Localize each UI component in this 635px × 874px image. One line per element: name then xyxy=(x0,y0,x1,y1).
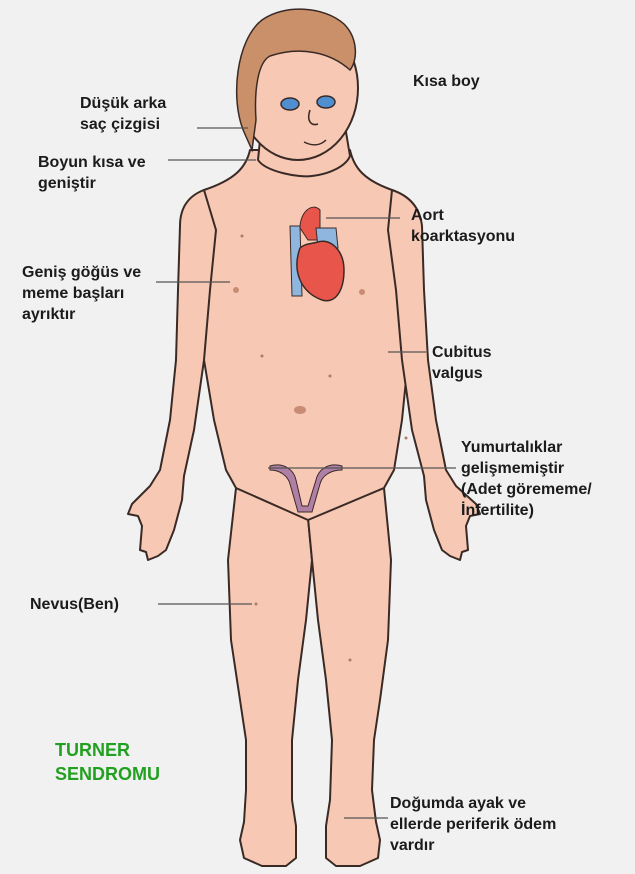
nevus xyxy=(255,603,258,606)
nevus xyxy=(241,235,244,238)
label-line: Kısa boy xyxy=(413,71,480,92)
label-line: Cubitus xyxy=(432,342,492,363)
left-nipple xyxy=(359,289,365,295)
body-figure xyxy=(128,16,480,866)
left-eye xyxy=(317,96,335,108)
label-line: Geniş göğüs ve xyxy=(22,262,141,283)
label-broad-chest: Geniş göğüs ve meme başları ayrıktır xyxy=(22,262,141,325)
label-underdeveloped-ovaries: Yumurtalıklar gelişmemiştir (Adet göreme… xyxy=(461,437,592,521)
label-line: meme başları xyxy=(22,283,141,304)
label-cubitus-valgus: Cubitus valgus xyxy=(432,342,492,384)
nevus xyxy=(349,659,352,662)
label-aortic-coarctation: Aort koarktasyonu xyxy=(411,205,515,247)
nevus xyxy=(405,437,408,440)
label-line: (Adet görememe/ xyxy=(461,479,592,500)
label-line: Boyun kısa ve xyxy=(38,152,146,173)
label-line: ayrıktır xyxy=(22,304,141,325)
label-short-neck: Boyun kısa ve geniştir xyxy=(38,152,146,194)
right-leg xyxy=(228,488,312,866)
title-line: TURNER xyxy=(55,738,160,762)
label-line: Aort xyxy=(411,205,515,226)
label-line: saç çizgisi xyxy=(80,114,166,135)
diagram-title: TURNER SENDROMU xyxy=(55,738,160,786)
label-line: geniştir xyxy=(38,173,146,194)
label-line: Nevus(Ben) xyxy=(30,594,119,615)
label-line: İnfertilite) xyxy=(461,500,592,521)
label-short-stature: Kısa boy xyxy=(413,71,480,92)
label-line: Doğumda ayak ve xyxy=(390,793,556,814)
nevus xyxy=(329,375,332,378)
torso xyxy=(192,150,415,520)
navel xyxy=(294,406,306,414)
label-line: gelişmemiştir xyxy=(461,458,592,479)
label-line: ellerde periferik ödem xyxy=(390,814,556,835)
label-line: vardır xyxy=(390,835,556,856)
right-nipple xyxy=(233,287,239,293)
label-line: Yumurtalıklar xyxy=(461,437,592,458)
label-peripheral-edema: Doğumda ayak ve ellerde periferik ödem v… xyxy=(390,793,556,856)
label-low-hairline: Düşük arka saç çizgisi xyxy=(80,93,166,135)
right-eye xyxy=(281,98,299,110)
title-line: SENDROMU xyxy=(55,762,160,786)
label-line: valgus xyxy=(432,363,492,384)
label-line: koarktasyonu xyxy=(411,226,515,247)
nevus xyxy=(261,355,264,358)
left-leg xyxy=(308,488,391,866)
right-arm xyxy=(128,190,216,560)
label-nevus: Nevus(Ben) xyxy=(30,594,119,615)
label-line: Düşük arka xyxy=(80,93,166,114)
